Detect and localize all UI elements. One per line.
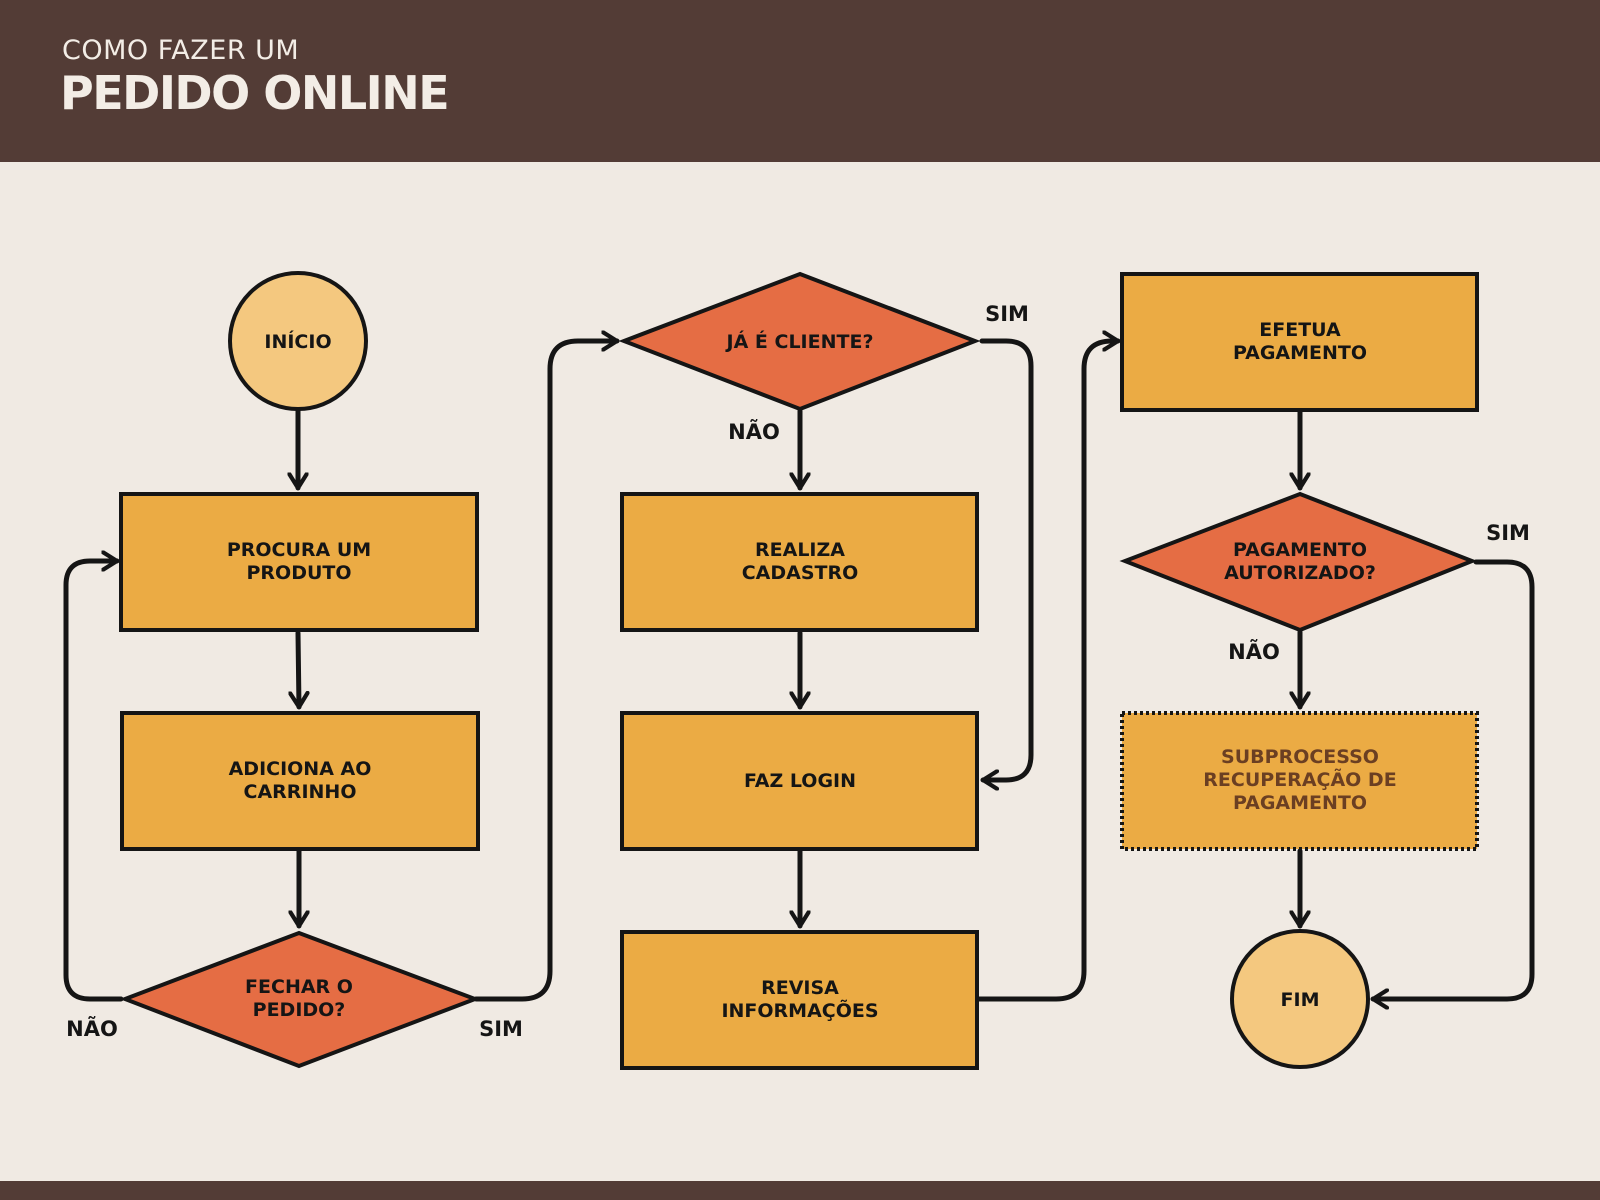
edge-revisa-efetua [976,341,1121,1002]
node-ja-cliente-label: JÁ É CLIENTE? [725,330,874,353]
node-login-label: FAZ LOGIN [744,770,856,792]
edge-fechar-sim-cliente [473,341,620,1002]
edge-procura-adiciona [298,630,299,710]
node-fim: FIM [1230,929,1370,1069]
page-title: PEDIDO ONLINE [60,66,450,120]
edge-fechar-nao-procura [63,561,124,1002]
node-fim-label: FIM [1281,989,1320,1011]
node-faz-login: FAZ LOGIN [620,711,979,851]
label-fechar-sim: SIM [479,1017,523,1041]
edge-autorizado-sim-fim [1370,559,1535,999]
label-cliente-sim: SIM [985,302,1029,326]
node-inicio: INÍCIO [228,271,368,411]
label-autorizado-sim: SIM [1486,521,1530,545]
connectors [63,338,1535,1002]
label-cliente-nao: NÃO [728,419,780,444]
footer-bar [0,1181,1600,1200]
page-subtitle: COMO FAZER UM [62,35,300,66]
node-inicio-label: INÍCIO [264,330,331,353]
edge-labels: NÃO SIM SIM NÃO SIM NÃO [66,302,1530,1041]
label-fechar-nao: NÃO [66,1016,118,1041]
node-ja-cliente: JÁ É CLIENTE? [618,271,981,412]
header-banner: COMO FAZER UM PEDIDO ONLINE [0,0,1600,162]
edge-cliente-sim-login [979,338,1034,780]
label-autorizado-nao: NÃO [1228,639,1280,664]
